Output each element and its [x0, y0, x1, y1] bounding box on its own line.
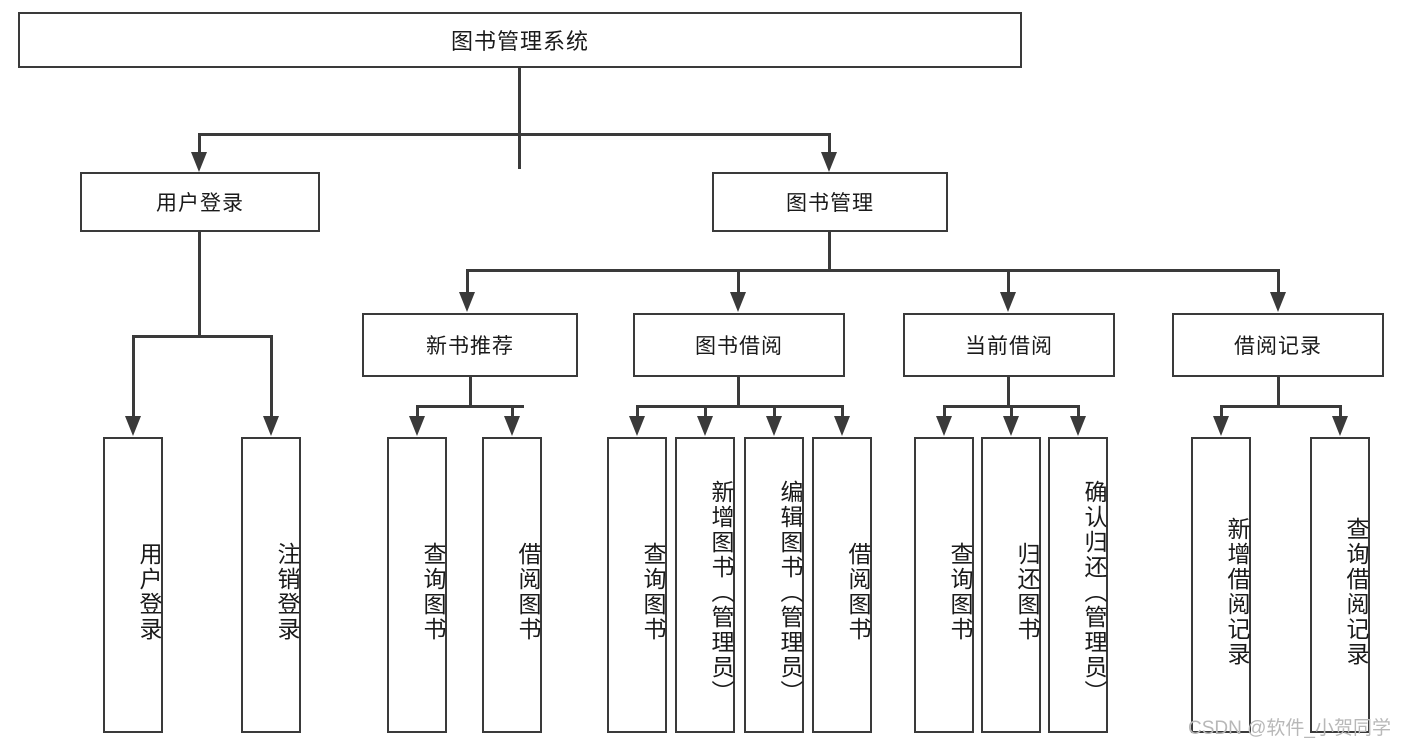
arrowhead-icon [459, 292, 475, 312]
node-label: 新增图书（管理员） [708, 479, 734, 705]
node-label: 查询图书 [640, 542, 666, 642]
node-label: 图书借阅 [695, 335, 783, 358]
node-new-book-recommend[interactable]: 新书推荐 [362, 313, 578, 377]
node-label: 借阅图书 [845, 542, 871, 642]
leaf-book-borrow-3[interactable]: 借阅图书 [812, 437, 872, 733]
connector-borrow-record-bus [1220, 405, 1342, 408]
connector-book-borrow-drop-3 [841, 405, 844, 419]
connector-level1-drop-1 [828, 133, 831, 155]
connector-level2-drop-0 [466, 269, 469, 295]
leaf-book-borrow-0[interactable]: 查询图书 [607, 437, 667, 733]
connector-new-book-drop-0 [416, 405, 419, 419]
node-label: 借阅图书 [515, 542, 541, 642]
connector-book-borrow-drop-2 [773, 405, 776, 419]
arrowhead-icon [697, 416, 713, 436]
leaf-new-book-1[interactable]: 借阅图书 [482, 437, 542, 733]
node-user-login[interactable]: 用户登录 [80, 172, 320, 232]
connector-level1-bus [198, 133, 831, 136]
node-book-management[interactable]: 图书管理 [712, 172, 948, 232]
connector-book-borrow-bus [636, 405, 844, 408]
leaf-new-book-0[interactable]: 查询图书 [387, 437, 447, 733]
connector-borrow-record-drop-0 [1220, 405, 1223, 419]
arrowhead-icon [629, 416, 645, 436]
arrowhead-icon [504, 416, 520, 436]
connector-level2-bus [466, 269, 1280, 272]
connector-borrow-record-stem [1277, 377, 1280, 408]
leaf-current-borrow-1[interactable]: 归还图书 [981, 437, 1041, 733]
node-label: 新增借阅记录 [1224, 517, 1250, 667]
arrowhead-icon [125, 416, 141, 436]
connector-root-stem [518, 68, 521, 169]
connector-book-borrow-stem [737, 377, 740, 408]
node-label: 图书管理 [786, 192, 874, 215]
connector-current-borrow-stem [1007, 377, 1010, 408]
connector-user-login-bus [132, 335, 273, 338]
arrowhead-icon [1003, 416, 1019, 436]
leaf-book-borrow-1[interactable]: 新增图书（管理员） [675, 437, 735, 733]
arrowhead-icon [1000, 292, 1016, 312]
arrowhead-icon [936, 416, 952, 436]
connector-book-manage-stem [828, 232, 831, 272]
arrowhead-icon [409, 416, 425, 436]
node-borrow-record[interactable]: 借阅记录 [1172, 313, 1384, 377]
leaf-borrow-record-0[interactable]: 新增借阅记录 [1191, 437, 1251, 733]
connector-new-book-stem [469, 377, 472, 408]
leaf-user-login-1[interactable]: 注销登录 [241, 437, 301, 733]
node-label: 图书管理系统 [450, 29, 589, 54]
leaf-borrow-record-1[interactable]: 查询借阅记录 [1310, 437, 1370, 733]
arrowhead-icon [834, 416, 850, 436]
connector-level1-drop-0 [198, 133, 201, 155]
node-label: 新书推荐 [426, 335, 514, 358]
connector-new-book-bus [416, 405, 524, 408]
connector-borrow-record-drop-1 [1339, 405, 1342, 419]
connector-user-login-drop-0 [132, 335, 135, 419]
connector-new-book-drop-1 [511, 405, 514, 419]
leaf-user-login-0[interactable]: 用户登录 [103, 437, 163, 733]
node-book-borrow[interactable]: 图书借阅 [633, 313, 845, 377]
arrowhead-icon [191, 152, 207, 172]
connector-book-borrow-drop-0 [636, 405, 639, 419]
node-label: 归还图书 [1014, 542, 1040, 642]
arrowhead-icon [730, 292, 746, 312]
connector-level2-drop-3 [1277, 269, 1280, 295]
connector-user-login-stem [198, 232, 201, 338]
connector-user-login-drop-1 [270, 335, 273, 419]
node-label: 注销登录 [274, 542, 300, 642]
leaf-current-borrow-2[interactable]: 确认归还（管理员） [1048, 437, 1108, 733]
node-label: 借阅记录 [1234, 335, 1322, 358]
arrowhead-icon [1332, 416, 1348, 436]
connector-current-borrow-drop-1 [1010, 405, 1013, 419]
connector-level2-drop-1 [737, 269, 740, 295]
node-label: 查询图书 [947, 542, 973, 642]
connector-current-borrow-drop-0 [943, 405, 946, 419]
arrowhead-icon [1270, 292, 1286, 312]
node-label: 查询借阅记录 [1343, 517, 1369, 667]
node-label: 查询图书 [420, 542, 446, 642]
node-root-system[interactable]: 图书管理系统 [18, 12, 1022, 68]
node-label: 编辑图书（管理员） [777, 479, 803, 705]
leaf-book-borrow-2[interactable]: 编辑图书（管理员） [744, 437, 804, 733]
arrowhead-icon [821, 152, 837, 172]
node-label: 确认归还（管理员） [1081, 479, 1107, 705]
connector-current-borrow-drop-2 [1077, 405, 1080, 419]
leaf-current-borrow-0[interactable]: 查询图书 [914, 437, 974, 733]
connector-level2-drop-2 [1007, 269, 1010, 295]
node-label: 用户登录 [156, 192, 244, 215]
node-current-borrow[interactable]: 当前借阅 [903, 313, 1115, 377]
arrowhead-icon [766, 416, 782, 436]
arrowhead-icon [263, 416, 279, 436]
node-label: 用户登录 [136, 542, 162, 642]
connector-book-borrow-drop-1 [704, 405, 707, 419]
node-label: 当前借阅 [965, 335, 1053, 358]
arrowhead-icon [1070, 416, 1086, 436]
arrowhead-icon [1213, 416, 1229, 436]
